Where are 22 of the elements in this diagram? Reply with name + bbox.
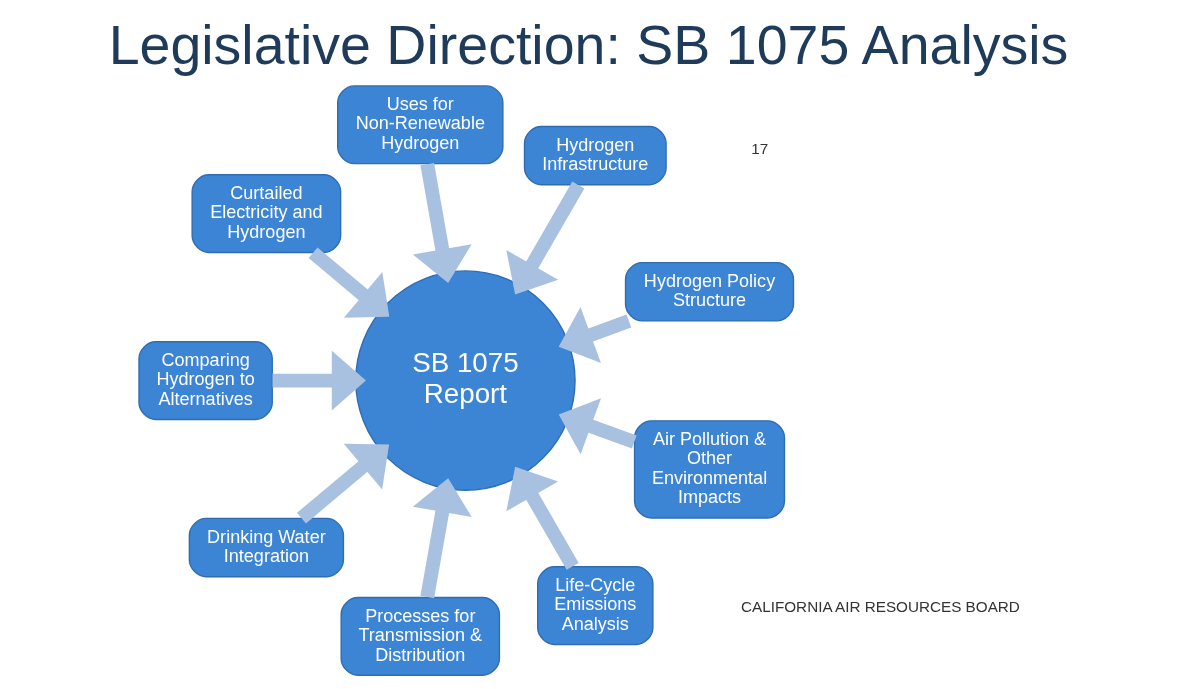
node-box: Hydrogen Policy Structure	[624, 261, 795, 322]
node-box: Curtailed Electricity and Hydrogen	[191, 174, 342, 254]
arrow	[272, 350, 366, 411]
arrow	[297, 443, 390, 524]
node-box: Drinking Water Integration	[188, 517, 345, 578]
label: 17	[751, 140, 769, 158]
node-box: Comparing Hydrogen to Alternatives	[138, 341, 273, 421]
arrow	[506, 181, 585, 295]
label: CALIFORNIA AIR RESOURCES BOARD	[741, 598, 1020, 616]
arrow	[412, 478, 472, 599]
arrow	[558, 398, 637, 455]
arrow	[308, 247, 390, 318]
node-circle: SB 1075 Report	[355, 270, 576, 491]
arrow	[412, 162, 472, 283]
node-box: Air Pollution & Other Environmental Impacts	[633, 420, 786, 519]
node-box: Uses for Non-Renewable Hydrogen	[337, 85, 504, 165]
node-box: Processes for Transmission & Distribution	[340, 596, 501, 676]
diagram-title: Legislative Direction: SB 1075 Analysis	[108, 13, 1069, 76]
arrow	[558, 306, 632, 364]
node-box: Life-Cycle Emissions Analysis	[537, 566, 654, 646]
node-box: Hydrogen Infrastructure	[523, 125, 667, 186]
arrow	[506, 466, 579, 570]
